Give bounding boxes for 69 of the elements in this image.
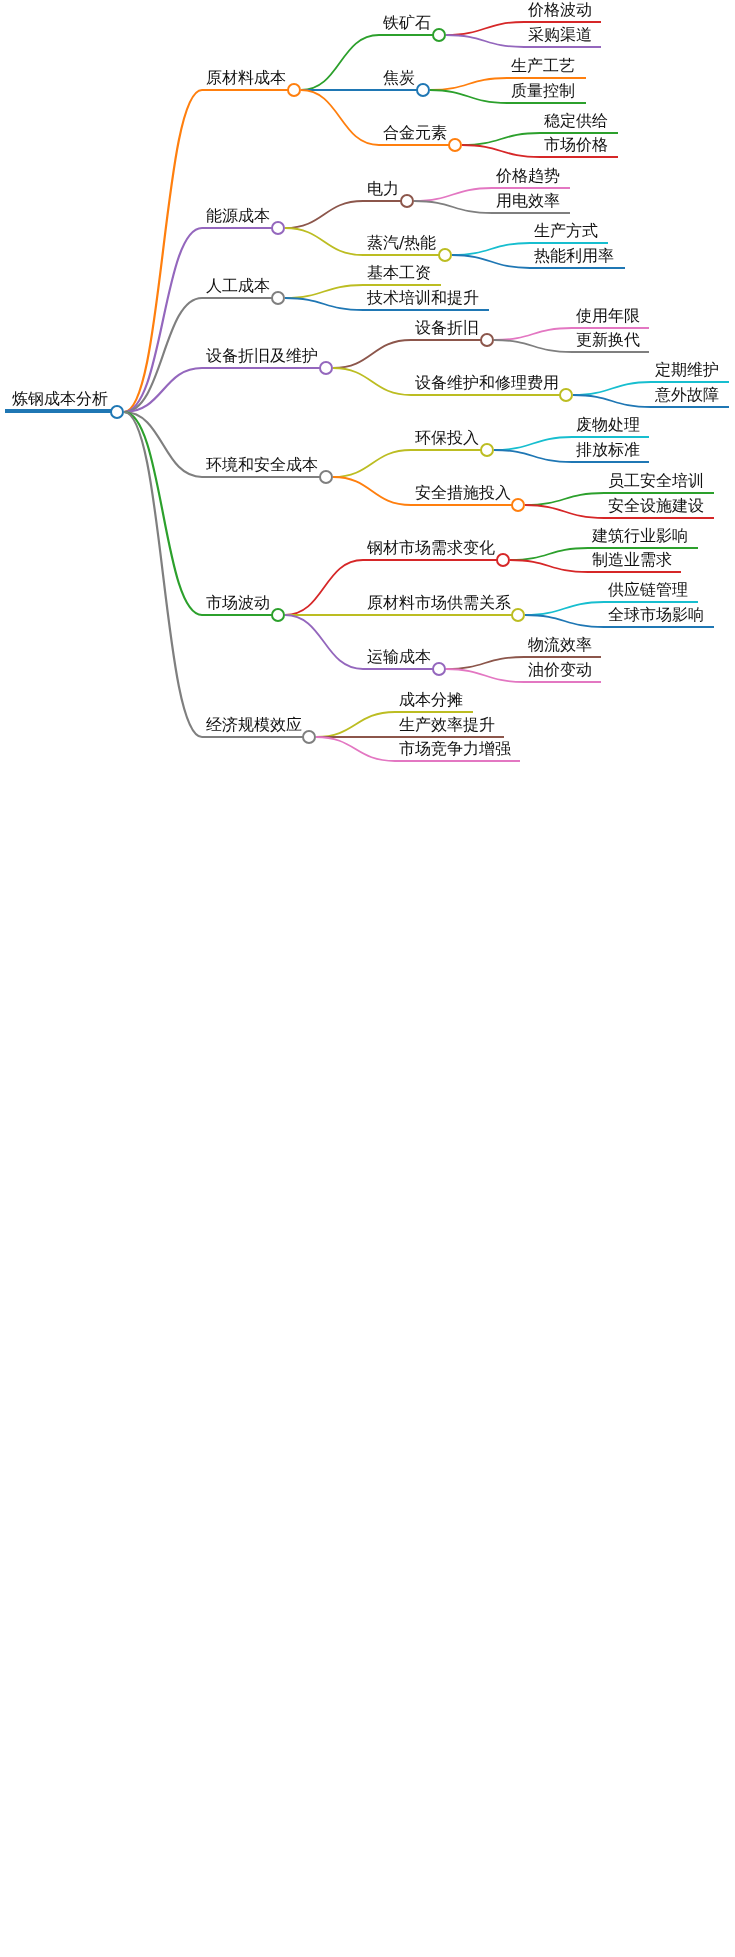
branch-line xyxy=(451,254,531,269)
topic-label: 油价变动 xyxy=(524,659,601,683)
topic-label: 能源成本 xyxy=(202,205,272,229)
topic-label: 成本分摊 xyxy=(395,689,473,713)
branch-line xyxy=(332,367,412,396)
topic-label: 生产方式 xyxy=(530,220,608,244)
branch-line xyxy=(572,394,652,408)
topic-label: 更新换代 xyxy=(572,329,649,353)
topic-label: 建筑行业影响 xyxy=(588,525,698,549)
topic-label: 制造业需求 xyxy=(588,549,681,573)
topic-label: 市场价格 xyxy=(540,134,618,158)
branch-line xyxy=(524,504,605,519)
branch-line xyxy=(123,89,203,413)
topic-label: 供应链管理 xyxy=(604,579,698,603)
topic-label: 市场波动 xyxy=(202,592,272,616)
topic-label: 电力 xyxy=(363,178,401,202)
branch-line xyxy=(123,411,203,738)
topic-label: 采购渠道 xyxy=(524,24,601,48)
branch-line xyxy=(493,339,573,353)
branch-line xyxy=(493,449,573,463)
topic-label: 安全措施投入 xyxy=(411,482,512,506)
topic-label: 废物处理 xyxy=(572,414,649,438)
topic-label: 人工成本 xyxy=(202,275,272,299)
topic-label: 技术培训和提升 xyxy=(363,287,489,311)
topic-label: 铁矿石 xyxy=(379,12,433,36)
branch-line xyxy=(284,614,364,670)
topic-label: 排放标准 xyxy=(572,439,649,463)
topic-label: 生产工艺 xyxy=(507,55,586,79)
branch-line xyxy=(332,476,412,506)
branch-line xyxy=(284,297,364,311)
branch-line xyxy=(315,736,396,762)
branch-line xyxy=(445,34,525,48)
branch-line xyxy=(509,559,589,573)
topic-label: 意外故障 xyxy=(651,384,729,408)
topic-label: 环保投入 xyxy=(411,427,481,451)
topic-label: 市场竞争力增强 xyxy=(395,738,520,762)
topic-label: 物流效率 xyxy=(524,634,601,658)
branch-line xyxy=(284,227,364,256)
topic-label: 热能利用率 xyxy=(530,245,625,269)
topic-label: 使用年限 xyxy=(572,305,649,329)
topic-label: 原材料市场供需关系 xyxy=(363,592,512,616)
topic-label: 安全设施建设 xyxy=(604,495,714,519)
topic-label: 设备折旧及维护 xyxy=(202,345,320,369)
topic-label: 运输成本 xyxy=(363,646,433,670)
branch-line xyxy=(429,89,508,104)
branch-line xyxy=(524,614,605,628)
topic-label: 定期维护 xyxy=(651,359,729,383)
topic-label: 设备折旧 xyxy=(411,317,481,341)
topic-label: 基本工资 xyxy=(363,262,441,286)
branch-line xyxy=(445,668,525,683)
branch-line xyxy=(413,200,493,214)
topic-label: 员工安全培训 xyxy=(604,470,714,494)
topic-label: 合金元素 xyxy=(379,122,449,146)
topic-label: 炼钢成本分析 xyxy=(5,389,111,413)
topic-label: 稳定供给 xyxy=(540,110,618,134)
topic-label: 用电效率 xyxy=(492,190,570,214)
topic-label: 经济规模效应 xyxy=(202,714,303,738)
topic-label: 设备维护和修理费用 xyxy=(411,372,560,396)
topic-label: 环境和安全成本 xyxy=(202,454,320,478)
branch-line xyxy=(300,89,380,146)
topic-label: 钢材市场需求变化 xyxy=(363,537,497,561)
topic-label: 质量控制 xyxy=(507,80,586,104)
topic-label: 价格波动 xyxy=(524,0,601,23)
topic-label: 原材料成本 xyxy=(202,67,288,91)
topic-label: 蒸汽/热能 xyxy=(363,232,439,256)
topic-label: 价格趋势 xyxy=(492,165,570,189)
branch-line xyxy=(461,144,541,158)
topic-label: 生产效率提升 xyxy=(395,714,504,738)
topic-label: 全球市场影响 xyxy=(604,604,714,628)
